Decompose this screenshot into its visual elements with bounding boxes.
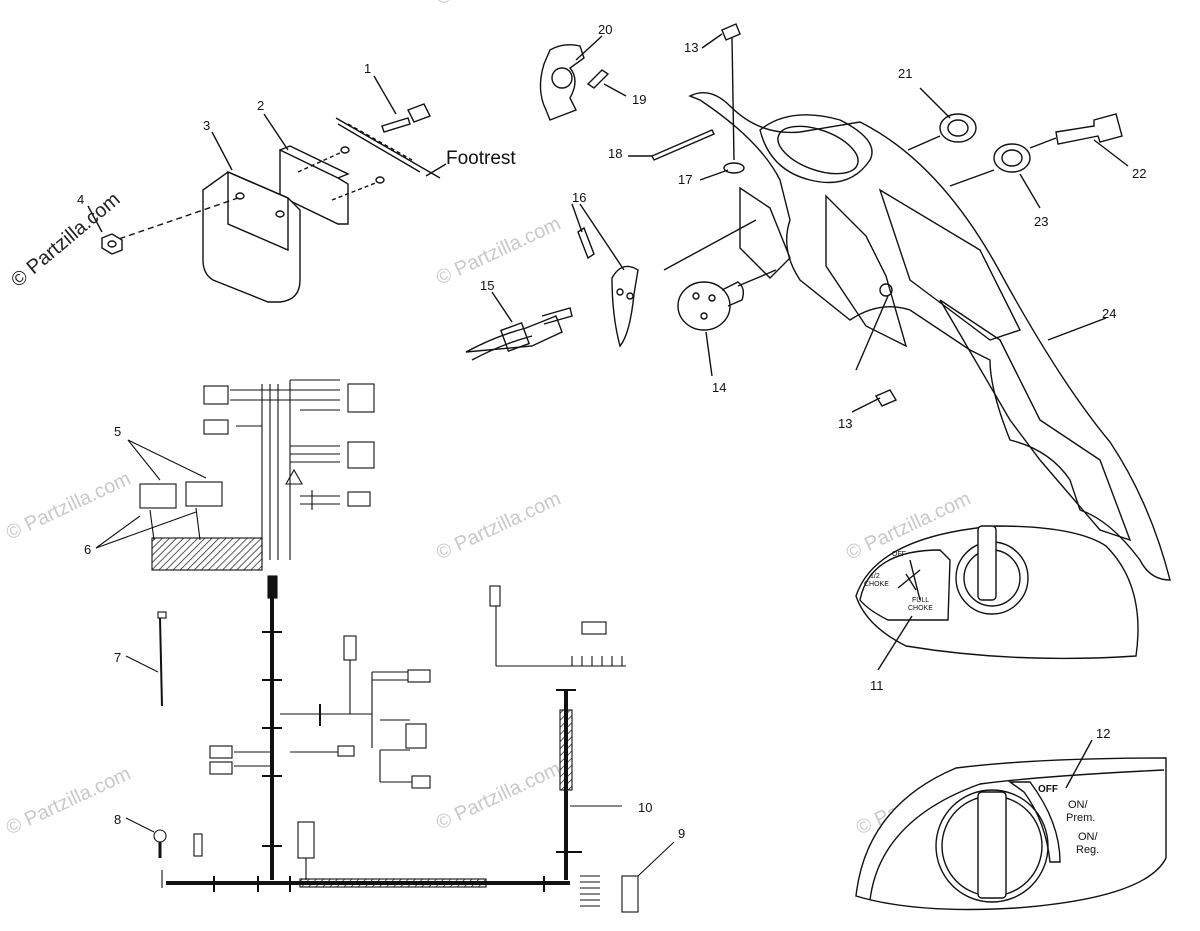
- callout-8: 8: [114, 812, 121, 827]
- footrest-label: Footrest: [446, 148, 516, 169]
- callout-2: 2: [257, 98, 264, 113]
- callout-4: 4: [77, 192, 84, 207]
- footrest-assembly: [87, 75, 447, 303]
- callout-6: 6: [84, 542, 91, 557]
- callout-15: 15: [480, 278, 494, 293]
- callout-11: 11: [870, 678, 884, 693]
- choke-panel: [855, 525, 1139, 671]
- callout-13-bottom: 13: [838, 416, 852, 431]
- callout-10: 10: [638, 800, 652, 815]
- callout-24: 24: [1102, 306, 1116, 321]
- callout-3: 3: [203, 118, 210, 133]
- callout-9: 9: [678, 826, 685, 841]
- callout-labels: 1 2 3 4 5 6 7 8 9 10 11 12 13 13 14 15 1…: [77, 22, 1146, 841]
- watermark: © Partzilla.com: [433, 758, 564, 835]
- callout-7: 7: [114, 650, 121, 665]
- fuel-on-prem-label-1: ON/: [1068, 799, 1089, 811]
- choke-full-label: FULL: [912, 597, 929, 604]
- callout-21: 21: [898, 66, 912, 81]
- fuel-on-prem-label-2: Prem.: [1066, 812, 1095, 824]
- choke-off-label: OFF: [892, 551, 906, 558]
- callout-5: 5: [114, 424, 121, 439]
- watermark: © Partzilla.com: [433, 488, 564, 565]
- callout-17: 17: [678, 172, 692, 187]
- wiring-harness: [95, 379, 675, 913]
- watermark: © Partzilla.com: [3, 468, 134, 545]
- callout-18: 18: [608, 146, 622, 161]
- callout-20: 20: [598, 22, 612, 37]
- watermark: © Partzilla.com: [433, 0, 564, 10]
- callout-23: 23: [1034, 214, 1048, 229]
- callout-14: 14: [712, 380, 726, 395]
- watermark: © Partzilla.com: [433, 213, 564, 290]
- choke-half-choke-label: CHOKE: [864, 581, 889, 588]
- callout-16: 16: [572, 190, 586, 205]
- fuel-valve-panel: [855, 739, 1167, 911]
- watermark: © Partzilla.com: [3, 763, 134, 840]
- callout-12: 12: [1096, 726, 1110, 741]
- ignition-dash-assembly: [465, 23, 1171, 581]
- fuel-on-reg-label-2: Reg.: [1076, 844, 1099, 856]
- callout-13-top: 13: [684, 40, 698, 55]
- callout-1: 1: [364, 61, 371, 76]
- callout-19: 19: [632, 92, 646, 107]
- choke-full-choke-label: CHOKE: [908, 605, 933, 612]
- choke-half-label: 1/2: [870, 573, 880, 580]
- fuel-on-reg-label-1: ON/: [1078, 831, 1099, 843]
- callout-22: 22: [1132, 166, 1146, 181]
- fuel-off-label: OFF: [1038, 784, 1058, 795]
